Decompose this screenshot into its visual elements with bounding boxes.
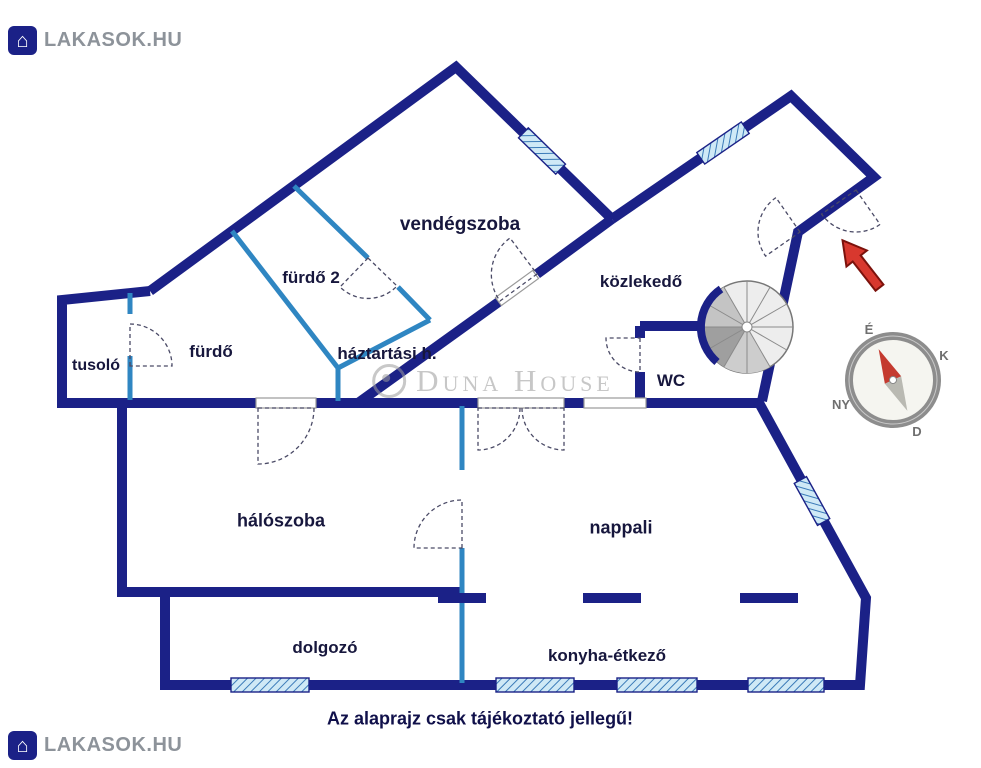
disclaimer-text: Az alaprajz csak tájékoztató jellegű! <box>326 708 634 729</box>
site-logo-text: LAKASOK.HU <box>44 734 183 756</box>
room-label-kozlekedo: közlekedő <box>599 272 683 291</box>
site-logo-bottom: ⌂ LAKASOK.HU <box>8 731 182 760</box>
window <box>747 677 825 693</box>
door-arc <box>490 237 538 302</box>
room-label-wc: WC <box>656 371 686 390</box>
room-label-dolgozo: dolgozó <box>292 638 358 657</box>
window <box>616 677 698 693</box>
compass-label-east: K <box>939 348 949 363</box>
window <box>495 677 575 693</box>
window <box>695 120 751 166</box>
room-label-furdo: fürdő <box>189 342 233 361</box>
compass-needle <box>878 349 908 411</box>
door-arc <box>413 499 463 549</box>
room-label-furdo2: fürdő 2 <box>282 268 340 287</box>
room-label-konyha: konyha-étkező <box>547 646 667 665</box>
compass-label-north: É <box>865 322 874 337</box>
door-arc <box>477 407 521 451</box>
entrance-arrow-icon <box>841 238 885 293</box>
room-label-vendegszoba: vendégszoba <box>399 214 521 235</box>
door-swings <box>129 189 881 549</box>
site-logo-text: LAKASOK.HU <box>44 29 183 51</box>
compass-label-south: D <box>912 424 921 439</box>
door-arc <box>257 407 315 465</box>
site-logo-top: ⌂ LAKASOK.HU <box>8 26 182 55</box>
compass: É K D NY <box>832 322 949 439</box>
room-label-tusolo: tusoló <box>72 357 120 374</box>
window <box>517 126 567 176</box>
window <box>793 475 831 527</box>
open-plan-boundary <box>438 593 798 603</box>
spiral-staircase <box>696 280 794 374</box>
door-arc <box>129 323 173 367</box>
door-arc <box>521 407 565 451</box>
house-icon: ⌂ <box>8 26 37 55</box>
windows <box>230 120 831 693</box>
compass-label-west: NY <box>832 397 850 412</box>
watermark: Duna House <box>372 363 614 399</box>
room-label-nappali: nappali <box>589 517 653 538</box>
house-icon: ⌂ <box>8 731 37 760</box>
room-label-haloszoba: hálószoba <box>236 510 326 531</box>
door-arc <box>339 257 398 300</box>
window <box>230 677 310 693</box>
dunahouse-logo-icon <box>372 364 407 398</box>
door-arc <box>605 337 641 373</box>
interior-partitions <box>127 184 465 683</box>
watermark-text: Duna House <box>416 363 614 398</box>
room-label-haztartasi: háztartási h. <box>337 344 437 363</box>
